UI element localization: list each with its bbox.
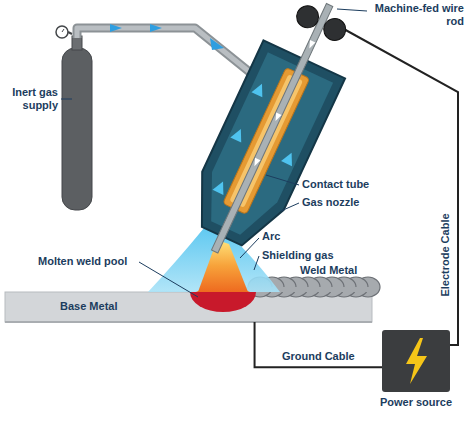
part-label: Machine-fed wire rod <box>368 2 464 28</box>
gas-hose <box>77 28 252 74</box>
gas-cylinder <box>62 48 92 210</box>
welding-torch <box>293 2 322 31</box>
gas-cylinder <box>56 26 92 210</box>
shielding-gas <box>148 228 280 292</box>
part-label: Arc <box>262 230 322 243</box>
welding-torch <box>230 127 246 143</box>
part-label: Shielding gas <box>262 249 372 262</box>
welding-torch <box>281 150 297 166</box>
welding-torch <box>213 179 229 195</box>
gas-cylinder <box>68 32 72 34</box>
gas-hose <box>150 24 162 32</box>
welding-torch <box>320 15 349 44</box>
gas-hose <box>77 28 252 74</box>
part-label: Gas nozzle <box>302 196 402 209</box>
part-label: Inert gas supply <box>4 86 58 112</box>
welding-torch <box>251 81 267 97</box>
leader-lines <box>61 99 72 100</box>
gas-cylinder <box>72 36 82 50</box>
power-source-box: Power source <box>382 330 450 392</box>
cable-label: Ground Cable <box>280 350 357 363</box>
gas-hose <box>110 24 122 32</box>
gas-hose <box>210 38 224 50</box>
welding-torch <box>273 112 282 122</box>
welding-torch <box>307 40 316 50</box>
base-metal-plate: Base Metal <box>5 292 372 322</box>
node-label: Base Metal <box>60 300 117 313</box>
arc <box>198 240 248 292</box>
leader-lines <box>337 9 367 11</box>
leader-lines <box>281 203 299 211</box>
gas-cylinder <box>62 29 64 32</box>
part-label: Molten weld pool <box>38 255 148 268</box>
molten-pool <box>190 292 256 312</box>
gas-cylinder <box>56 26 68 38</box>
base-plate <box>5 321 372 323</box>
leader-lines <box>254 256 259 270</box>
welding-torch <box>174 0 371 271</box>
part-label: Contact tube <box>302 178 402 191</box>
leader-lines <box>266 175 299 185</box>
gas-hose <box>77 24 252 74</box>
welding-torch <box>211 4 332 253</box>
welding-torch <box>252 158 261 168</box>
lightning-bolt <box>406 338 427 384</box>
leader-lines <box>240 238 259 258</box>
leader-lines <box>139 262 198 297</box>
cable-label: Electrode Cable <box>439 211 452 298</box>
part-label: Weld Metal <box>300 264 390 277</box>
lightning-symbol <box>382 330 450 392</box>
cable-connector <box>255 322 382 367</box>
node-label: Power source <box>380 396 452 409</box>
